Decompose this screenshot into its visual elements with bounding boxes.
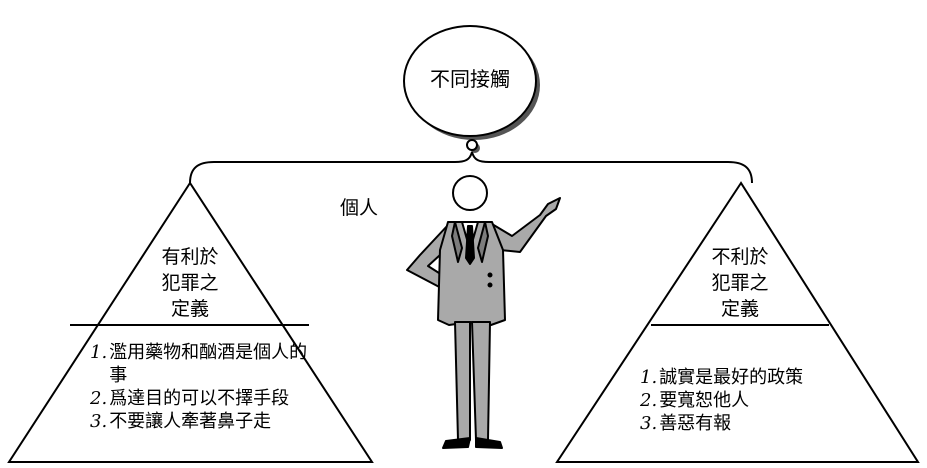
person-label: 個人 — [340, 197, 379, 219]
right-item-3-num: 3. — [640, 413, 658, 434]
right-item-2: 2. 要寬恕他人 — [640, 389, 860, 412]
left-item-3: 3. 不要讓人牽著鼻子走 — [90, 410, 310, 433]
right-title-line-1: 不利於 — [711, 246, 769, 268]
left-item-1-num: 1. — [90, 342, 108, 363]
thought-bubble — [403, 25, 540, 153]
left-triangle — [7, 181, 374, 463]
right-item-2-text: 要寬恕他人 — [659, 390, 750, 411]
right-title-line-2: 犯罪之 — [711, 272, 769, 294]
left-item-2: 2. 爲達目的可以不擇手段 — [90, 387, 310, 410]
right-title-line-3: 定義 — [720, 298, 759, 320]
right-item-3-text: 善惡有報 — [659, 413, 732, 434]
right-item-3: 3. 善惡有報 — [640, 412, 860, 435]
left-title-line-3: 定義 — [170, 298, 209, 320]
left-title-line-1: 有利於 — [161, 246, 219, 268]
left-title-line-2: 犯罪之 — [161, 272, 219, 294]
right-item-1-num: 1. — [640, 367, 658, 388]
left-triangle-title: 有利於 犯罪之 定義 — [140, 244, 240, 322]
left-items: 1. 濫用藥物和酗酒是個人的事 2. 爲達目的可以不擇手段 3. 不要讓人牽著鼻… — [90, 341, 310, 433]
left-item-1-text: 濫用藥物和酗酒是個人的事 — [109, 342, 308, 386]
left-item-2-num: 2. — [90, 388, 108, 409]
businessman-icon — [406, 175, 561, 449]
right-item-1-text: 誠實是最好的政策 — [659, 367, 804, 388]
left-item-3-num: 3. — [90, 411, 108, 432]
right-triangle-title: 不利於 犯罪之 定義 — [690, 244, 790, 322]
left-item-2-text: 爲達目的可以不擇手段 — [109, 388, 290, 409]
curly-brace — [189, 151, 753, 184]
right-triangle — [555, 181, 920, 463]
right-item-2-num: 2. — [640, 390, 658, 411]
bubble-label: 不同接觸 — [430, 67, 510, 91]
right-item-1: 1. 誠實是最好的政策 — [640, 366, 860, 389]
left-item-1: 1. 濫用藥物和酗酒是個人的事 — [90, 341, 310, 387]
left-item-3-text: 不要讓人牽著鼻子走 — [109, 411, 272, 432]
right-items: 1. 誠實是最好的政策 2. 要寬恕他人 3. 善惡有報 — [640, 366, 860, 435]
